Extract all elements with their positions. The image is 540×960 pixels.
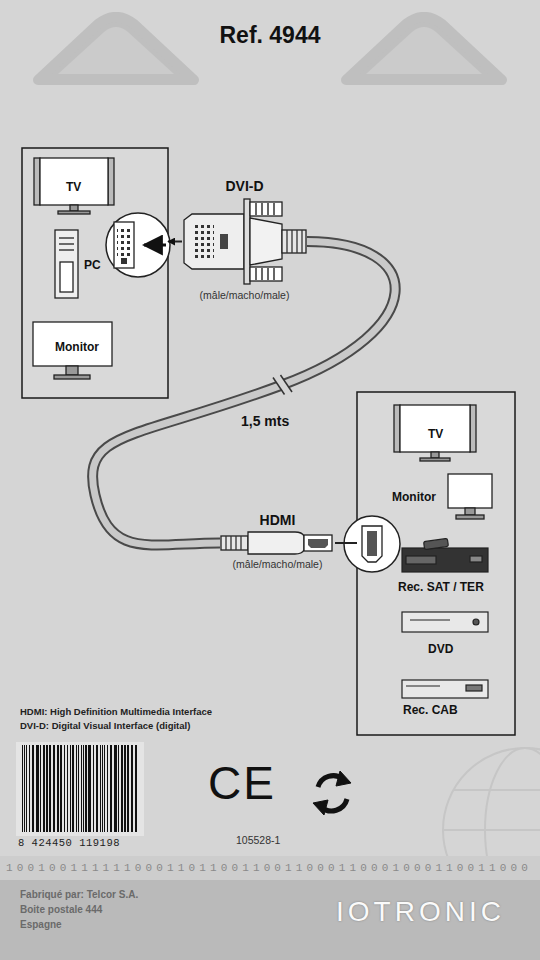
barcode-bar <box>124 745 126 832</box>
barcode-bar <box>104 745 105 832</box>
barcode-bar <box>78 745 79 832</box>
cable-length: 1,5 mts <box>238 413 292 429</box>
dvi-plug <box>182 194 307 289</box>
device-label: Rec. CAB <box>403 703 458 717</box>
connector-line <box>168 241 182 242</box>
barcode-bar <box>49 745 51 832</box>
print-label: Fabriqué par: Telcor S.A. <box>20 889 138 900</box>
plug-link <box>335 542 357 544</box>
barcode-bar <box>121 745 123 832</box>
device-label: Monitor <box>392 490 436 504</box>
device-label: Monitor <box>55 340 99 354</box>
barcode-bar <box>107 745 108 832</box>
connector-name: HDMI <box>260 512 296 528</box>
title-text: Ref. 4944 <box>0 22 540 49</box>
pc-icon <box>55 230 78 298</box>
print-label: DVI-D: Digital Visual Interface (digital… <box>20 720 190 731</box>
barcode-bar <box>22 745 23 832</box>
barcode-bar <box>70 745 71 832</box>
connector-plug: HDMI (mâle/macho/male) <box>220 512 335 570</box>
barcode-bar <box>60 745 62 832</box>
tv-icon <box>34 158 114 214</box>
device-panel: TV PC Monitor <box>22 148 168 398</box>
cable <box>93 242 396 546</box>
barcode-bar <box>110 745 112 832</box>
barcode-bar <box>114 745 117 832</box>
barcode-bar <box>100 745 101 832</box>
barcode-bar <box>127 745 129 832</box>
hanger-tab <box>346 17 502 80</box>
plug-link <box>168 241 182 243</box>
barcode-bar <box>76 745 77 832</box>
connector-line <box>335 543 357 544</box>
hdmi-plug <box>220 528 335 558</box>
device-label: TV <box>428 427 443 441</box>
barcode-bar <box>57 745 59 832</box>
barcode-bar <box>72 745 74 832</box>
barcode-bar <box>40 745 41 832</box>
device-label: PC <box>84 258 101 272</box>
device-label: TV <box>66 180 81 194</box>
print-label: 8 424450 119198 <box>18 837 120 849</box>
barcode-bar <box>67 745 68 832</box>
barcode-bar <box>81 745 82 832</box>
monitor-icon <box>448 474 492 519</box>
hanger-tab-inner <box>58 27 174 74</box>
barcode-bar <box>88 745 91 832</box>
barcode-bar <box>93 745 94 832</box>
barcode-bar <box>43 745 45 832</box>
print-label: 105528-1 <box>236 834 280 846</box>
barcode-bar <box>83 745 84 832</box>
print-label: Espagne <box>20 919 62 930</box>
dvi-socket <box>106 213 170 277</box>
barcode-bar <box>64 745 65 832</box>
barcode-bar <box>46 745 48 832</box>
device-label: DVD <box>428 642 453 656</box>
print-label: CE <box>208 760 276 806</box>
barcode <box>22 745 137 832</box>
print-label: HDMI: High Definition Multimedia Interfa… <box>20 706 212 717</box>
monitor-icon <box>33 322 112 379</box>
tv-icon <box>394 405 476 461</box>
barcode-bar <box>53 745 55 832</box>
print-label: Boite postale 444 <box>20 904 102 915</box>
barcode-bar <box>26 745 27 832</box>
barcode-ground <box>16 742 144 836</box>
connector-plug: DVI-D (mâle/macho/male) <box>182 178 307 301</box>
hanger-tab-inner <box>366 27 482 74</box>
barcode-bar <box>85 745 87 832</box>
binary-row: 1001001111110001101100110011000110001000… <box>6 862 532 874</box>
device-label: Rec. SAT / TER <box>398 580 484 594</box>
barcode-bar <box>131 745 133 832</box>
barcode-bar <box>96 745 98 832</box>
dvd-icon <box>402 612 488 632</box>
connector-name: DVI-D <box>225 178 263 194</box>
bottom-band <box>0 856 540 960</box>
barcode-bar <box>36 745 39 832</box>
barcode-bar <box>135 745 137 832</box>
brand-logo: IOTRONIC <box>336 896 505 928</box>
barcode-bar <box>32 745 34 832</box>
hanger-tab <box>38 17 194 80</box>
cable-receiver-icon <box>402 680 488 698</box>
device-panel: TV MonitorRec. SAT / TER DVD Rec. CAB <box>357 392 515 735</box>
recycle-symbol <box>313 771 351 815</box>
barcode-bar <box>24 745 25 832</box>
cable-outline <box>93 242 396 546</box>
connector-gender: (mâle/macho/male) <box>200 289 290 301</box>
cable-core <box>93 242 396 546</box>
binary-strip <box>0 856 540 880</box>
barcode-bar <box>102 745 103 832</box>
barcode-bar <box>29 745 30 832</box>
connector-gender: (mâle/macho/male) <box>233 558 323 570</box>
receiver-icon <box>402 538 488 572</box>
barcode-bar <box>118 745 119 832</box>
